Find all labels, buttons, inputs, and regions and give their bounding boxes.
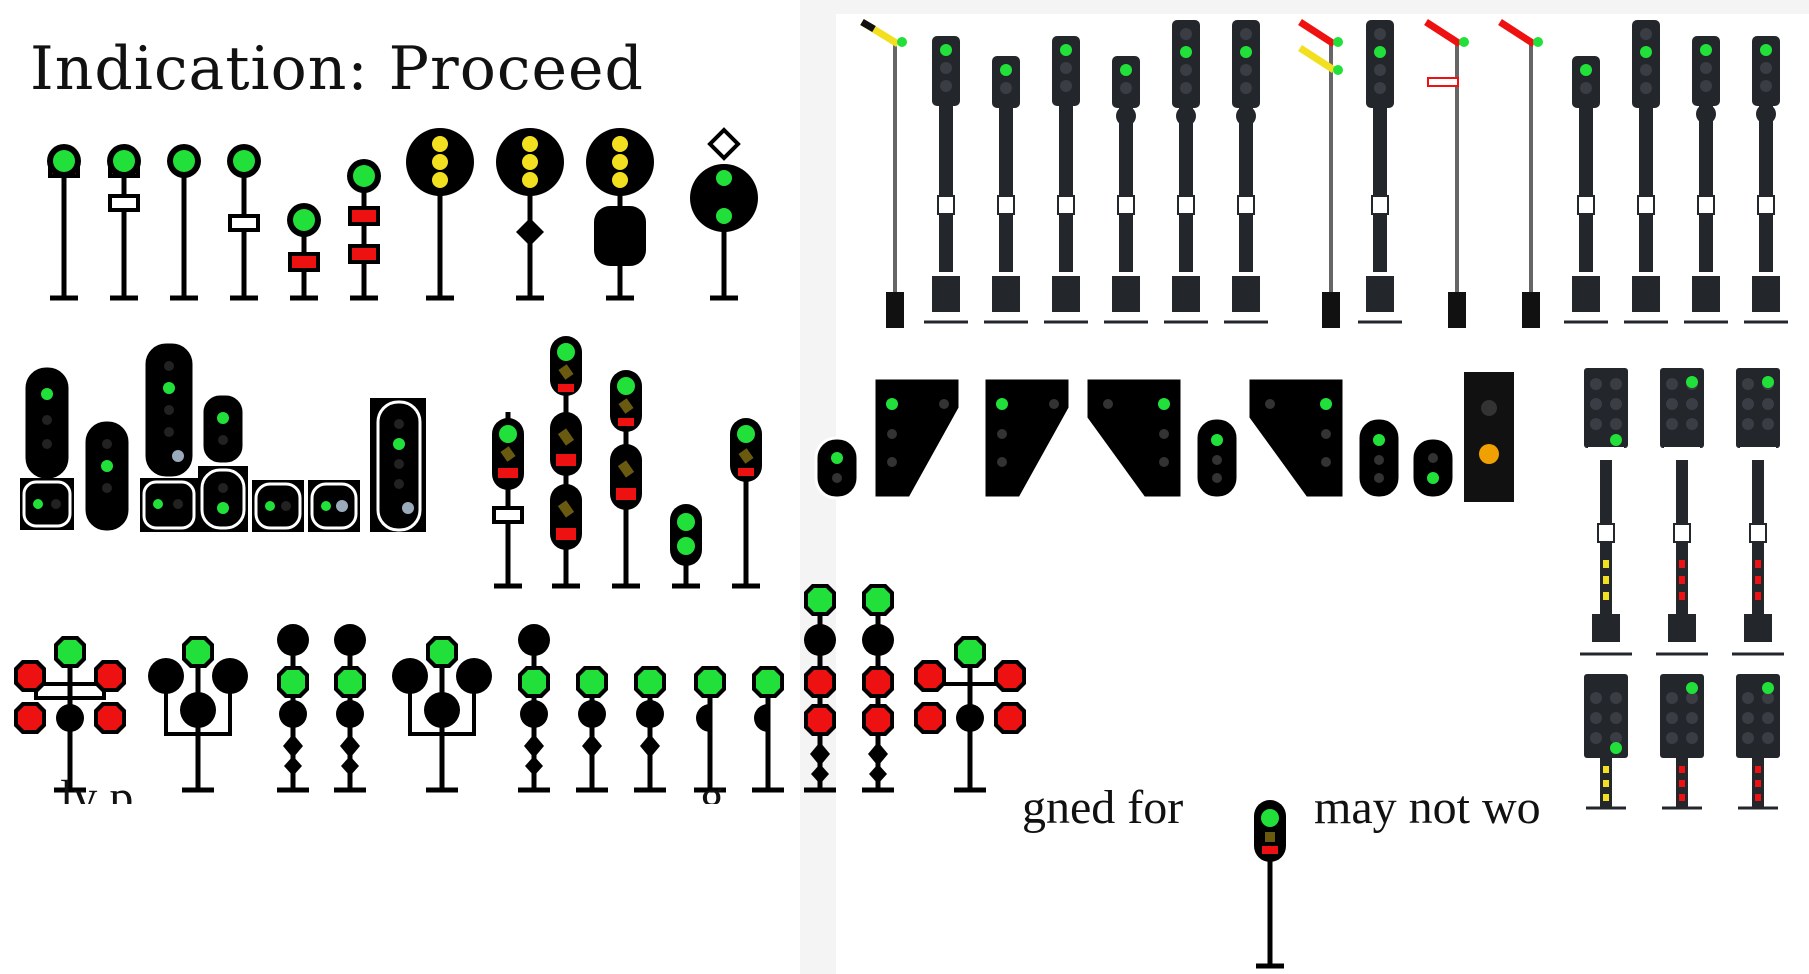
page-title: Indication: Proceed: [30, 34, 644, 104]
tree-signal-icon: [518, 624, 550, 793]
modern-dwarf-row: [814, 372, 1514, 502]
signal-icon: [406, 128, 474, 301]
tree-signal-icon: [804, 584, 836, 793]
modern-signal-row: [860, 18, 1788, 328]
tree-signal-icon: [634, 666, 666, 793]
dark-mast-signal-icon: [1656, 368, 1708, 656]
signal-icon: [347, 159, 381, 301]
tree-signal-icon: [576, 666, 608, 793]
semaphore-signal-icon: [1498, 19, 1543, 328]
signal-icon: [167, 144, 201, 301]
signal-icon: [610, 370, 642, 589]
dwarf-signal-icon: [1194, 416, 1240, 500]
dark-mast-signal-icon: [1684, 36, 1728, 324]
dark-mast-signal-icon: [1736, 674, 1780, 810]
dwarf-signal-icon: [1246, 376, 1346, 500]
signal-icon: [107, 144, 141, 301]
signal-icon: [227, 144, 261, 301]
text-fragment-may-not: may not wo: [1314, 781, 1541, 834]
dark-mast-signal-icon: [1624, 20, 1668, 324]
signal-icon: [47, 144, 81, 301]
dark-mast-signal-icon: [924, 36, 968, 324]
signal-head-icon: [370, 398, 426, 532]
dark-mast-signal-icon: [1584, 674, 1628, 810]
text-fragment-designed: gned for: [1022, 781, 1184, 834]
dwarf-signal-icon: [1356, 416, 1402, 500]
signal-icon: [670, 504, 702, 589]
signal-icon: [492, 412, 524, 589]
signal-icon: [1254, 800, 1286, 969]
tree-signal-icon: [914, 636, 1026, 793]
modern-mast-column: [1580, 368, 1784, 810]
dark-mast-signal-icon: [1732, 368, 1784, 656]
signal-icon: [287, 203, 321, 301]
signal-head-icon: [198, 392, 248, 532]
dark-mast-signal-icon: [1744, 36, 1788, 324]
tree-signal-icon: [862, 584, 894, 793]
signal-row-2-masts: [492, 336, 762, 589]
signal-head-icon: [82, 418, 132, 534]
dark-mast-signal-icon: [1358, 20, 1402, 324]
signal-row-2: [20, 340, 426, 534]
tree-signal-icon: [14, 636, 126, 793]
signal-head-icon: [20, 364, 74, 530]
tree-signal-icon: [694, 666, 726, 793]
signal-icon: [550, 336, 582, 589]
dark-mast-signal-icon: [1660, 674, 1704, 810]
dark-mast-signal-icon: [1104, 56, 1148, 324]
semaphore-signal-icon: [1424, 19, 1469, 328]
tree-signal-icon: [277, 624, 309, 793]
tree-signal-icon: [334, 624, 366, 793]
signal-icon: [496, 128, 564, 301]
dark-mast-signal-icon: [1224, 20, 1268, 324]
tree-signal-icon: [392, 636, 492, 793]
tree-signal-icon: [752, 666, 784, 793]
text-fragment-left: ly p: [60, 771, 134, 804]
tree-signal-icon: [148, 636, 248, 793]
dark-mast-signal-icon: [1164, 20, 1208, 324]
dwarf-signal-icon: [814, 436, 860, 500]
signal-head-icon: [308, 480, 360, 532]
dwarf-signal-icon: [1410, 436, 1456, 500]
signal-row-3: [14, 584, 1026, 793]
amber-light-icon: [1464, 372, 1514, 502]
signal-head-icon: [252, 480, 304, 532]
semaphore-signal-icon: [1298, 19, 1343, 328]
signal-head-icon: [140, 340, 198, 532]
signal-icon: [690, 127, 758, 301]
dwarf-signal-icon: [982, 376, 1072, 500]
dark-mast-signal-icon: [1580, 368, 1632, 656]
signal-icon: [730, 418, 762, 589]
dark-mast-signal-icon: [984, 56, 1028, 324]
dwarf-signal-icon: [1084, 376, 1184, 500]
text-fragment-middle: g: [700, 771, 724, 804]
signal-icon: [586, 128, 654, 301]
dark-mast-signal-icon: [1044, 36, 1088, 324]
dark-mast-signal-icon: [1564, 56, 1608, 324]
dwarf-signal-icon: [872, 376, 962, 500]
signal-row-1: [47, 127, 758, 301]
semaphore-signal-icon: [860, 18, 907, 328]
